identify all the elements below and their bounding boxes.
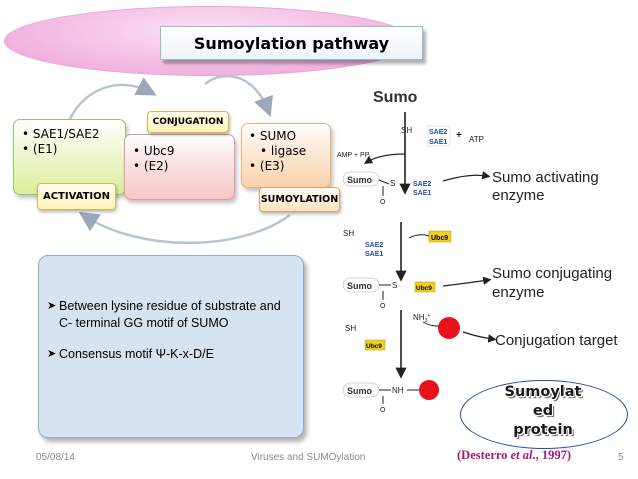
page-number: 5: [618, 452, 624, 463]
cycle-arrows: [68, 74, 291, 245]
footer-date: 05/08/14: [36, 452, 75, 463]
sh-label: SH: [401, 126, 412, 135]
caption-activating: Sumo activating: [492, 169, 599, 186]
product-callout-ellipse: [460, 380, 628, 449]
o-label: O: [380, 303, 386, 310]
figure-sumo-heading: Sumo: [373, 89, 418, 106]
s-label: S: [392, 281, 397, 290]
sae2-label: SAE2: [429, 129, 447, 136]
sae1-label: SAE1: [413, 190, 431, 197]
info-box: ➤ Between lysine residue of substrate an…: [38, 255, 304, 438]
sae1-label: SAE1: [365, 251, 383, 258]
citation: (Desterro et al., 1997): [457, 448, 571, 462]
product-line: Sumoylat: [504, 384, 582, 400]
ubc9-label: Ubc9: [416, 285, 432, 292]
activation-tag: ACTIVATION: [37, 183, 116, 210]
ubc9-label: Ubc9: [366, 343, 382, 350]
e2-item: Ubc9: [133, 144, 234, 159]
caption-conjugating: Sumo conjugating: [492, 265, 612, 282]
info-point-text: Between lysine residue of substrate and …: [59, 299, 281, 330]
conjugation-tag: CONJUGATION: [147, 111, 229, 133]
arrow-e3-to-e1: [78, 211, 291, 245]
info-point-text: Consensus motif Ψ-K-x-D/E: [59, 347, 214, 361]
sumoylation-tag: SUMOYLATION: [259, 187, 340, 212]
plus-sign: +: [456, 130, 462, 141]
sumo-label: Sumo: [347, 175, 373, 185]
caption-conjugating-2: enzyme: [492, 284, 545, 301]
sumo-label: Sumo: [347, 281, 373, 291]
nh3-label: NH3+: [413, 313, 430, 324]
e3-item: SUMO: [249, 129, 330, 144]
arrow-e1-to-e2: [68, 77, 157, 120]
footer-title: Viruses and SUMOylation: [251, 452, 366, 463]
info-point: ➤ Consensus motif Ψ-K-x-D/E: [47, 346, 295, 363]
sh-label: SH: [345, 324, 356, 333]
amp-label: AMP + PPi: [337, 152, 370, 161]
o-label: O: [380, 199, 386, 206]
sh-label: SH: [343, 229, 354, 238]
e2-item: (E2): [133, 159, 234, 174]
s-label: S: [390, 179, 395, 188]
product-line: protein: [513, 422, 573, 438]
e2-enzyme-box: Ubc9 (E2): [124, 134, 235, 200]
sumoylated-protein-circle: [419, 380, 439, 400]
arrow-e2-to-e3: [204, 74, 273, 118]
product-line: ed: [532, 403, 554, 419]
e3-item: ligase: [249, 144, 330, 159]
sumo-mechanism-figure: Sumo SH SAE2 SAE1 + ATP AMP + PPi Sumo S…: [337, 89, 618, 414]
ubc9-label: Ubc9: [431, 235, 448, 242]
e3-item: (E3): [249, 159, 330, 174]
caption-target: Conjugation target: [495, 332, 618, 349]
sumoylated-protein-label: Sumoylat ed protein: [468, 383, 618, 440]
atp-label: ATP: [469, 135, 484, 144]
ubc9-badge: [428, 230, 452, 243]
e1-item: (E1): [22, 142, 125, 157]
ubc9-badge: [364, 339, 386, 351]
sae2-label: SAE2: [413, 181, 431, 188]
o-label: O: [380, 407, 386, 414]
sumo-label: Sumo: [347, 386, 373, 396]
target-protein-circle: [438, 317, 460, 339]
arrow-bullet-icon: ➤: [47, 348, 57, 360]
sae1-label: SAE1: [429, 139, 447, 146]
nh-label: NH: [392, 386, 404, 395]
page-title: Sumoylation pathway: [160, 26, 423, 60]
ubc9-badge: [414, 281, 436, 293]
e1-item: SAE1/SAE2: [22, 127, 125, 142]
e3-enzyme-box: SUMO ligase (E3): [241, 123, 331, 188]
sae2-label: SAE2: [365, 242, 383, 249]
arrow-bullet-icon: ➤: [47, 300, 57, 312]
info-point: ➤ Between lysine residue of substrate an…: [47, 298, 295, 332]
caption-activating-2: enzyme: [492, 187, 545, 204]
